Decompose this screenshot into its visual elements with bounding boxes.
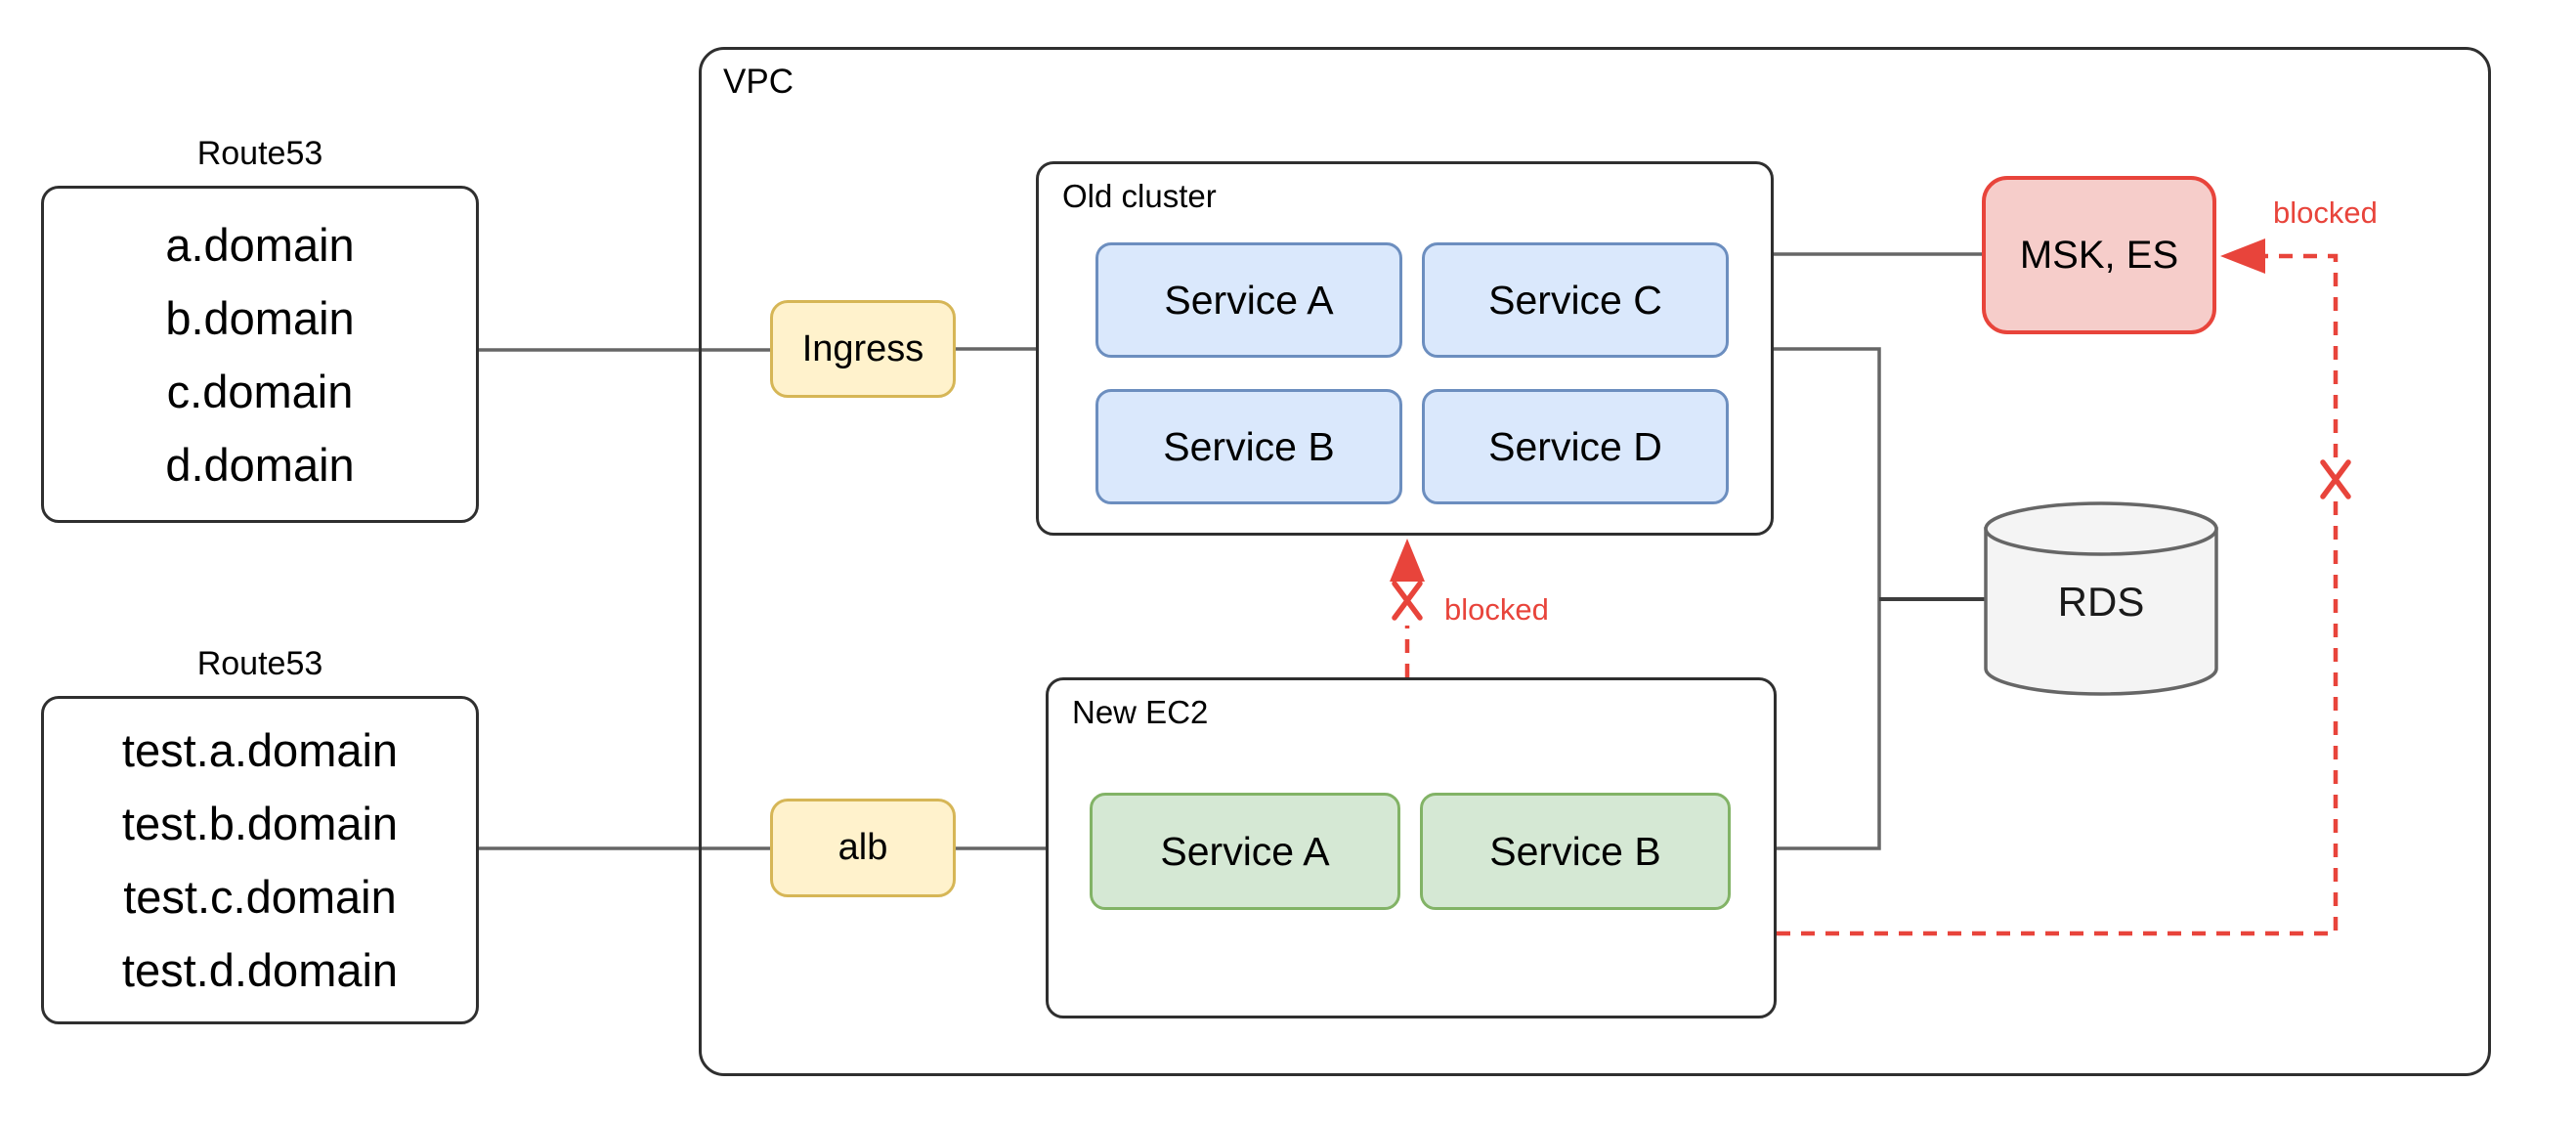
old-cluster-box: Old cluster Service A Service C Service …: [1036, 161, 1774, 536]
route53-top-title: Route53: [196, 135, 323, 172]
service-a-new: Service A: [1090, 793, 1400, 910]
new-ec2-label: New EC2: [1072, 694, 1209, 730]
blocked-path-newec2-msk-upper: [2265, 253, 2339, 457]
arrowhead-up-icon: [1390, 539, 1425, 582]
blocked-label-msk: blocked: [2273, 195, 2378, 230]
domain-item: test.c.domain: [123, 871, 397, 923]
domain-item: d.domain: [165, 438, 355, 491]
route53-top-box: a.domain b.domain c.domain d.domain: [41, 186, 479, 523]
service-b-new: Service B: [1420, 793, 1731, 910]
vpc-box: [699, 47, 2491, 1076]
rds-cylinder-body: [1984, 527, 2218, 696]
rds-cylinder-top: [1984, 501, 2218, 556]
domain-item: c.domain: [166, 365, 354, 417]
new-ec2-box: New EC2 Service A Service B: [1046, 677, 1777, 1018]
ingress-node: Ingress: [770, 300, 956, 398]
arrowhead-left-icon: [2220, 238, 2265, 274]
old-cluster-label: Old cluster: [1062, 178, 1217, 214]
service-b-old: Service B: [1095, 389, 1402, 504]
msk-es-node: MSK, ES: [1982, 176, 2216, 334]
rds-label: RDS: [2057, 579, 2145, 625]
domain-item: a.domain: [165, 218, 355, 271]
msk-es-label: MSK, ES: [2019, 233, 2179, 277]
blocked-label-old-cluster: blocked: [1444, 592, 1549, 627]
blocked-x-icon-right: [2320, 459, 2351, 499]
route53-top-domain-list: a.domain b.domain c.domain d.domain: [44, 189, 476, 520]
domain-item: test.a.domain: [121, 724, 399, 776]
route53-bottom-domain-list: test.a.domain test.b.domain test.c.domai…: [44, 699, 476, 1021]
service-a-old: Service A: [1095, 242, 1402, 358]
vpc-label: VPC: [723, 63, 794, 101]
route53-bottom-title: Route53: [196, 645, 323, 682]
domain-item: test.d.domain: [121, 944, 399, 996]
domain-item: b.domain: [165, 291, 355, 344]
route53-bottom-box: test.a.domain test.b.domain test.c.domai…: [41, 696, 479, 1024]
blocked-x-icon-top: [1392, 581, 1423, 621]
service-c-old: Service C: [1422, 242, 1729, 358]
domain-item: test.b.domain: [121, 798, 399, 849]
alb-label: alb: [837, 827, 888, 868]
service-d-old: Service D: [1422, 389, 1729, 504]
ingress-label: Ingress: [801, 327, 924, 369]
alb-node: alb: [770, 799, 956, 897]
